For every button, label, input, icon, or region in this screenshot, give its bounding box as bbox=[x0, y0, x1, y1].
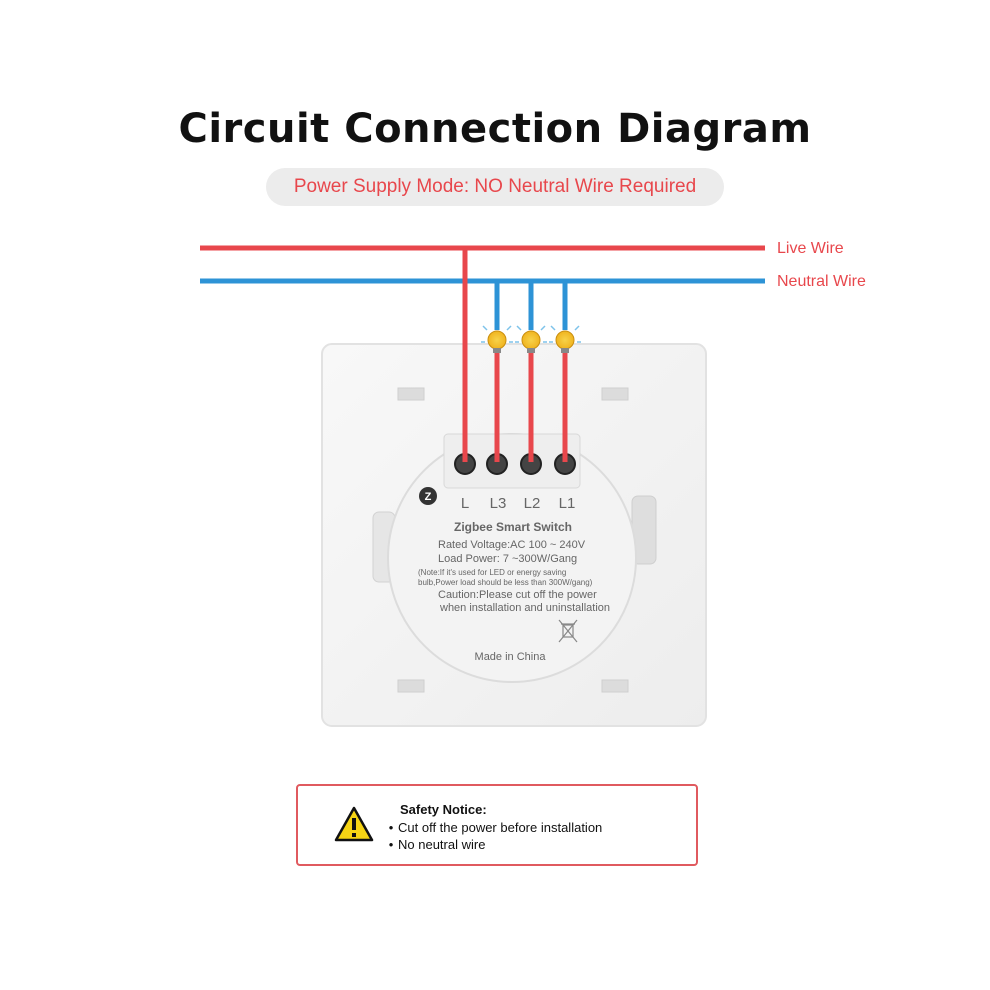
safety-item-1: Cut off the power before installation bbox=[398, 820, 603, 835]
zigbee-badge-letter: Z bbox=[425, 491, 432, 503]
weee-bin-icon bbox=[558, 619, 578, 643]
bullet-icon: • bbox=[388, 837, 394, 852]
product-name: Zigbee Smart Switch bbox=[454, 520, 572, 534]
safety-notice-box: Safety Notice: • Cut off the power before… bbox=[296, 784, 698, 866]
load-power: Load Power: 7 ~300W/Gang bbox=[438, 553, 577, 565]
list-item: • No neutral wire bbox=[384, 836, 602, 853]
safety-notice-list: • Cut off the power before installation •… bbox=[384, 819, 603, 853]
terminal-label-L: L bbox=[461, 495, 469, 512]
terminal-label-L3: L3 bbox=[490, 495, 507, 512]
rated-voltage: Rated Voltage:AC 100 ~ 240V bbox=[438, 539, 586, 551]
warning-icon bbox=[334, 806, 374, 842]
page-title: Circuit Connection Diagram bbox=[178, 106, 812, 152]
safety-item-2: No neutral wire bbox=[398, 837, 486, 852]
bulb-icon bbox=[481, 325, 513, 353]
safety-notice-title: Safety Notice: bbox=[400, 802, 487, 817]
note-line-1: (Note:If it's used for LED or energy sav… bbox=[418, 568, 566, 577]
caution-line-2: when installation and uninstallation bbox=[439, 602, 610, 614]
caution-line-1: Caution:Please cut off the power bbox=[438, 589, 597, 601]
bulb-icon bbox=[549, 325, 581, 353]
terminal-screws bbox=[454, 453, 576, 475]
list-item: • Cut off the power before installation bbox=[384, 819, 603, 836]
terminal-block bbox=[443, 433, 581, 489]
neutral-wire-label: Neutral Wire bbox=[777, 273, 866, 290]
plate-slot bbox=[397, 387, 425, 401]
note-line-2: bulb,Power load should be less than 300W… bbox=[418, 578, 593, 587]
bullet-icon: • bbox=[388, 820, 394, 835]
plate-slot bbox=[601, 387, 629, 401]
bulb-icon bbox=[515, 325, 547, 353]
plate-slot bbox=[397, 679, 425, 693]
terminal-label-L2: L2 bbox=[524, 495, 541, 512]
power-mode-badge: Power Supply Mode: NO Neutral Wire Requi… bbox=[266, 168, 724, 206]
live-wire-label: Live Wire bbox=[777, 240, 844, 257]
terminal-label-L1: L1 bbox=[559, 495, 576, 512]
plate-slot bbox=[601, 679, 629, 693]
zigbee-badge-icon bbox=[419, 487, 437, 505]
made-in-label: Made in China bbox=[475, 651, 547, 663]
